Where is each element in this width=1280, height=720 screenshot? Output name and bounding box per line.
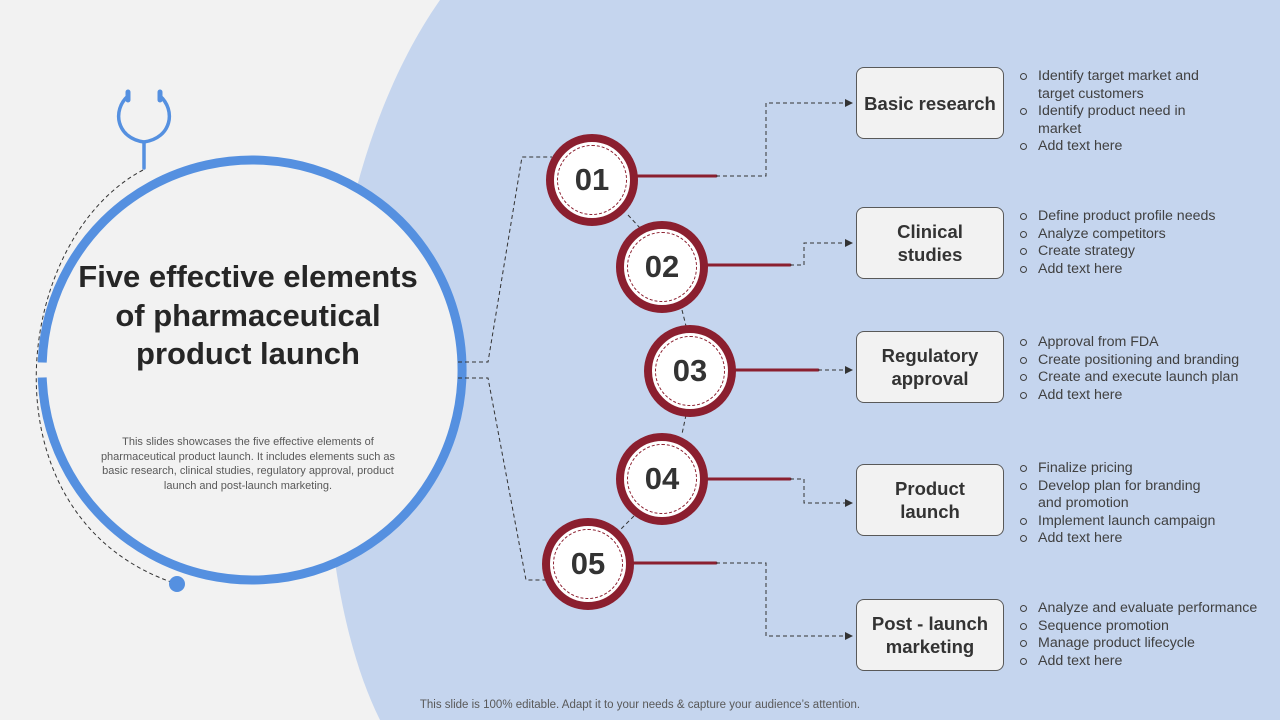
bullet-item: Add text here bbox=[1018, 138, 1218, 156]
bullet-dot-icon bbox=[1020, 605, 1027, 612]
bullet-dot-icon bbox=[1020, 213, 1027, 220]
bullet-list-basic-research: Identify target market and target custom… bbox=[1018, 68, 1218, 156]
number-label: 03 bbox=[672, 353, 708, 388]
element-label-clinical-studies: Clinical studies bbox=[856, 207, 1004, 279]
bullet-item: Identify product need in market bbox=[1018, 103, 1218, 138]
bullet-dot-icon bbox=[1020, 622, 1027, 630]
bullet-dot-icon bbox=[1020, 248, 1027, 256]
bullet-dot-icon bbox=[1020, 230, 1027, 238]
number-label: 02 bbox=[644, 249, 680, 284]
bullet-dot-icon bbox=[1020, 265, 1027, 273]
number-connectors bbox=[630, 174, 820, 565]
bullet-dot-icon bbox=[1020, 482, 1027, 490]
description: This slides showcases the five effective… bbox=[100, 436, 396, 492]
bullet-item: Create strategy bbox=[1018, 243, 1280, 261]
bullet-list-regulatory-approval: Approval from FDA Create positioning and… bbox=[1018, 334, 1280, 404]
bullet-dot-icon bbox=[1020, 374, 1027, 382]
bullet-item: Manage product lifecycle bbox=[1018, 635, 1280, 653]
number-badge-03: 03 bbox=[644, 325, 736, 417]
stethoscope-icon bbox=[117, 89, 171, 170]
element-label-basic-research: Basic research bbox=[856, 67, 1004, 139]
arrow-lines bbox=[716, 99, 853, 640]
bullet-list-product-launch: Finalize pricing Develop plan for brandi… bbox=[1018, 460, 1218, 548]
bracket-lines bbox=[458, 156, 687, 581]
badge-dashed-ring bbox=[557, 145, 627, 215]
number-badge-02: 02 bbox=[616, 221, 708, 313]
bullet-dot-icon bbox=[1020, 356, 1027, 364]
badge-dashed-ring bbox=[627, 232, 697, 302]
badge-dashed-ring bbox=[655, 336, 725, 406]
bullet-item: Add text here bbox=[1018, 530, 1218, 548]
bullet-list-clinical-studies: Define product profile needs Analyze com… bbox=[1018, 208, 1280, 278]
bullet-dot-icon bbox=[1020, 517, 1027, 525]
bullet-dot-icon bbox=[1020, 143, 1027, 151]
badge-dashed-ring bbox=[553, 529, 623, 599]
bullet-dot-icon bbox=[1020, 535, 1027, 543]
number-label: 04 bbox=[644, 461, 680, 496]
title-circle bbox=[45, 163, 459, 577]
bullet-item: Finalize pricing bbox=[1018, 460, 1218, 478]
element-label-regulatory-approval: Regulatory approval bbox=[856, 331, 1004, 403]
number-badge-04: 04 bbox=[616, 433, 708, 525]
number-label: 05 bbox=[570, 546, 606, 581]
bullet-dot-icon bbox=[1020, 391, 1027, 399]
bullet-item: Approval from FDA bbox=[1018, 334, 1280, 352]
number-badge-05: 05 bbox=[542, 518, 634, 610]
number-label: 01 bbox=[574, 162, 610, 197]
bullet-item: Create positioning and branding bbox=[1018, 352, 1280, 370]
bullet-item: Add text here bbox=[1018, 653, 1280, 671]
element-label-product-launch: Product launch bbox=[856, 464, 1004, 536]
badge-dashed-ring bbox=[627, 444, 697, 514]
bullet-dot-icon bbox=[1020, 339, 1027, 346]
bullet-item: Sequence promotion bbox=[1018, 618, 1280, 636]
bullet-dot-icon bbox=[1020, 657, 1027, 665]
bullet-item: Define product profile needs bbox=[1018, 208, 1280, 226]
bullet-item: Add text here bbox=[1018, 387, 1280, 405]
page-title: Five effective elements of pharmaceutica… bbox=[78, 259, 418, 371]
stethoscope-tube bbox=[35, 169, 178, 585]
bullet-item: Identify target market and target custom… bbox=[1018, 68, 1218, 103]
bullet-dot-icon bbox=[1020, 640, 1027, 648]
bullet-dot-icon bbox=[1020, 108, 1027, 116]
bullet-dot-icon bbox=[1020, 465, 1027, 472]
bullet-item: Add text here bbox=[1018, 261, 1280, 279]
footer-note: This slide is 100% editable. Adapt it to… bbox=[419, 699, 861, 711]
bullet-item: Analyze competitors bbox=[1018, 226, 1280, 244]
bullet-item: Create and execute launch plan bbox=[1018, 369, 1280, 387]
stethoscope-end-dot bbox=[169, 576, 185, 592]
number-badge-01: 01 bbox=[546, 134, 638, 226]
element-label-post-launch-marketing: Post - launch marketing bbox=[856, 599, 1004, 671]
bullet-item: Analyze and evaluate performance bbox=[1018, 600, 1280, 618]
bullet-list-post-launch-marketing: Analyze and evaluate performance Sequenc… bbox=[1018, 600, 1280, 670]
bullet-dot-icon bbox=[1020, 73, 1027, 80]
bullet-item: Implement launch campaign bbox=[1018, 513, 1218, 531]
bullet-item: Develop plan for branding and promotion bbox=[1018, 478, 1218, 513]
title-circle-ring bbox=[37, 155, 467, 585]
